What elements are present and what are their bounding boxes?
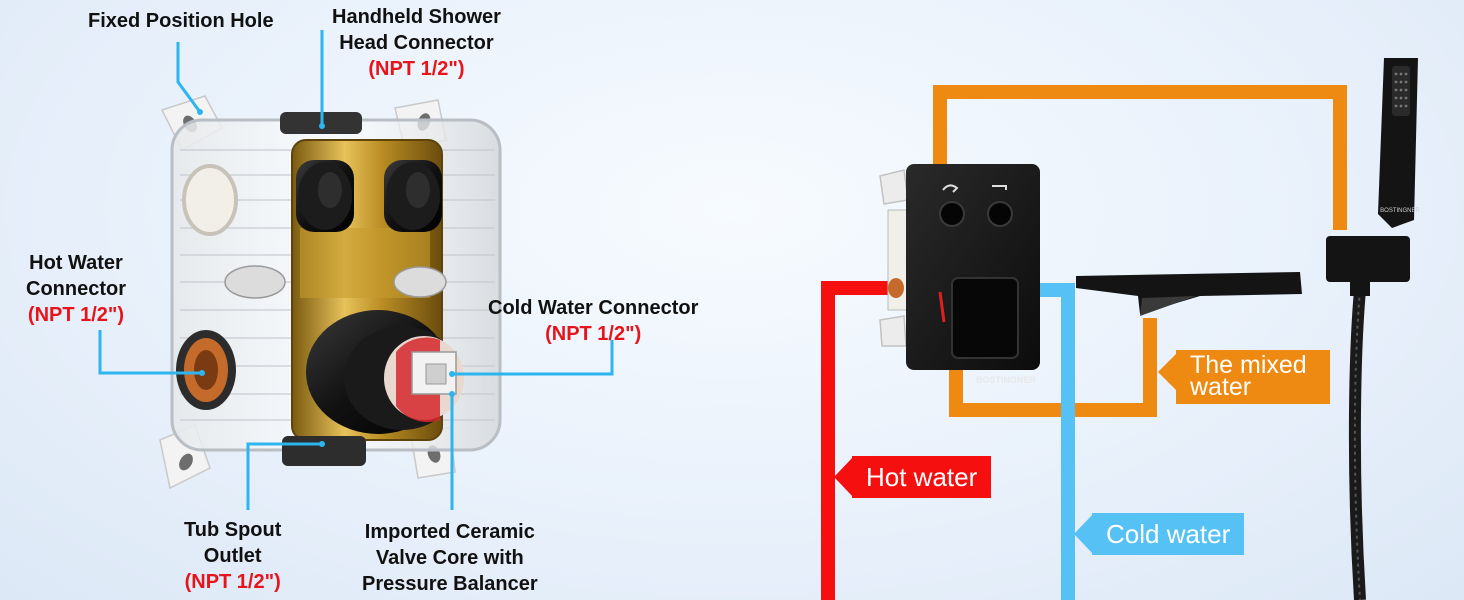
- leader-lines: [98, 30, 614, 510]
- tag-hot-text: Hot water: [866, 462, 978, 492]
- label-handheld-line2: Head Connector: [339, 32, 494, 54]
- shower-button-icon: [939, 201, 965, 227]
- tag-mixed-line2: water: [1190, 373, 1252, 401]
- label-tub-line1: Tub Spout: [184, 519, 282, 541]
- label-handheld-connector: Handheld Shower Head Connector (NPT 1/2"…: [332, 4, 501, 82]
- waterfall-tub-spout: [1076, 272, 1302, 314]
- label-hot-line1: Hot Water: [29, 252, 123, 274]
- pipe-cold: [1036, 283, 1075, 600]
- label-tub-spout-outlet: Tub Spout Outlet (NPT 1/2"): [184, 517, 281, 595]
- label-hot-spec: (NPT 1/2"): [27, 304, 125, 326]
- leader-fixed-hole: [176, 42, 202, 113]
- piping-schematic: BOSTINGNER BOSTINGNER: [821, 58, 1421, 600]
- label-fixed-position-hole: Fixed Position Hole: [88, 8, 274, 34]
- leader-hot: [98, 330, 202, 375]
- label-valve-line1: Imported Ceramic: [364, 521, 535, 543]
- shower-holder-bracket: [1326, 236, 1410, 282]
- shower-brand-mark: BOSTINGNER: [1380, 208, 1420, 214]
- spout-button-icon: [987, 201, 1013, 227]
- tag-mixed-water: The mixed water: [1176, 350, 1330, 404]
- label-hot-line2: Connector: [26, 278, 126, 300]
- label-cold-line1: Cold Water Connector: [488, 297, 699, 319]
- pipe-hot: [821, 281, 900, 600]
- tag-cold-water: Cold water: [1092, 513, 1245, 555]
- leader-tub: [246, 442, 322, 510]
- mixed-tag-pointer: [1158, 352, 1178, 392]
- label-cold-water-connector: Cold Water Connector (NPT 1/2"): [488, 295, 698, 347]
- tag-hot-water: Hot water: [852, 456, 992, 498]
- label-tub-line2: Outlet: [203, 545, 262, 567]
- brand-mark: BOSTINGNER: [976, 375, 1037, 385]
- tub-spout-symbol-icon: [992, 185, 1007, 190]
- label-fixed-hole-text: Fixed Position Hole: [88, 10, 274, 32]
- label-hot-water-connector: Hot Water Connector (NPT 1/2"): [26, 250, 126, 328]
- leader-cold: [452, 340, 614, 376]
- tag-mixed-line1: The mixed: [1190, 351, 1307, 379]
- label-valve-line2: Valve Core with: [375, 547, 524, 569]
- label-handheld-line1: Handheld Shower: [332, 6, 501, 28]
- hot-tag-pointer: [834, 456, 854, 498]
- label-handheld-spec: (NPT 1/2"): [368, 58, 465, 80]
- handheld-shower-symbol-icon: [942, 184, 959, 193]
- label-valve-line3: Pressure Balancer: [362, 573, 538, 595]
- cold-tag-pointer: [1074, 513, 1094, 555]
- label-cold-spec: (NPT 1/2"): [545, 323, 642, 345]
- label-tub-spec: (NPT 1/2"): [184, 571, 281, 593]
- pressure-balance-handle: [951, 277, 1019, 359]
- tag-cold-text: Cold water: [1106, 519, 1231, 549]
- label-ceramic-valve-core: Imported Ceramic Valve Core with Pressur…: [362, 519, 538, 597]
- pipe-mixed-top: [933, 85, 1347, 230]
- valve-body-illustration: [159, 95, 502, 490]
